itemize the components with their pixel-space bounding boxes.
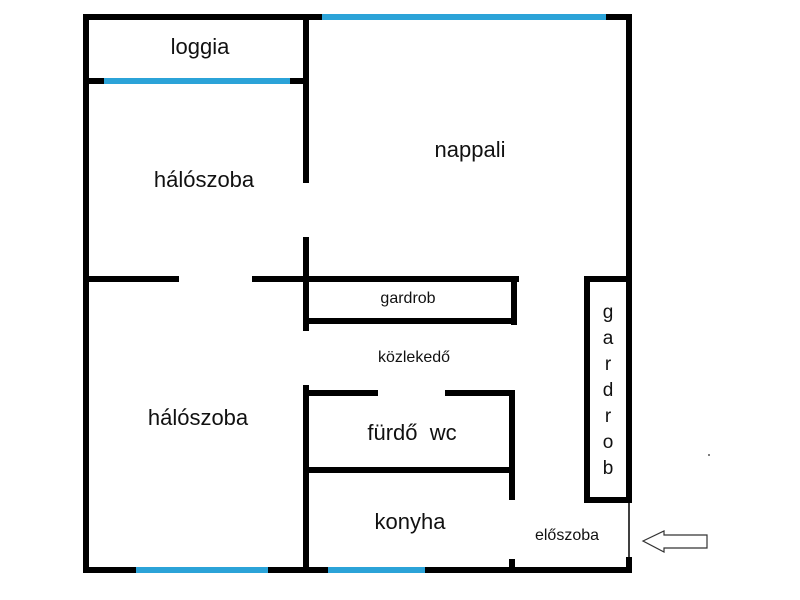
- walls: [83, 14, 632, 573]
- windows: [104, 14, 606, 573]
- room-label-wardrobe-center: gardrob: [380, 290, 436, 307]
- dot: [708, 454, 710, 456]
- room-label-hallway: közlekedő: [377, 349, 451, 366]
- letter: a: [602, 328, 614, 349]
- letter: r: [604, 354, 612, 375]
- letter: b: [602, 458, 614, 479]
- room-label-bedroom-top: hálószoba: [153, 167, 255, 192]
- room-label-kitchen: konyha: [374, 509, 446, 534]
- room-label-living: nappali: [434, 137, 506, 162]
- room-label-loggia: loggia: [170, 34, 230, 59]
- letter: o: [602, 432, 614, 453]
- room-label-bathroom: fürdő wc: [367, 420, 457, 445]
- room-label-bedroom-bottom: hálószoba: [147, 405, 249, 430]
- letter: r: [604, 406, 612, 427]
- room-label-wardrobe-right: g a r d r o b: [603, 300, 614, 482]
- letter: d: [602, 380, 614, 401]
- room-label-entrance: előszoba: [534, 527, 600, 544]
- letter: g: [602, 302, 614, 323]
- arrow-left-outline-icon: [641, 530, 708, 553]
